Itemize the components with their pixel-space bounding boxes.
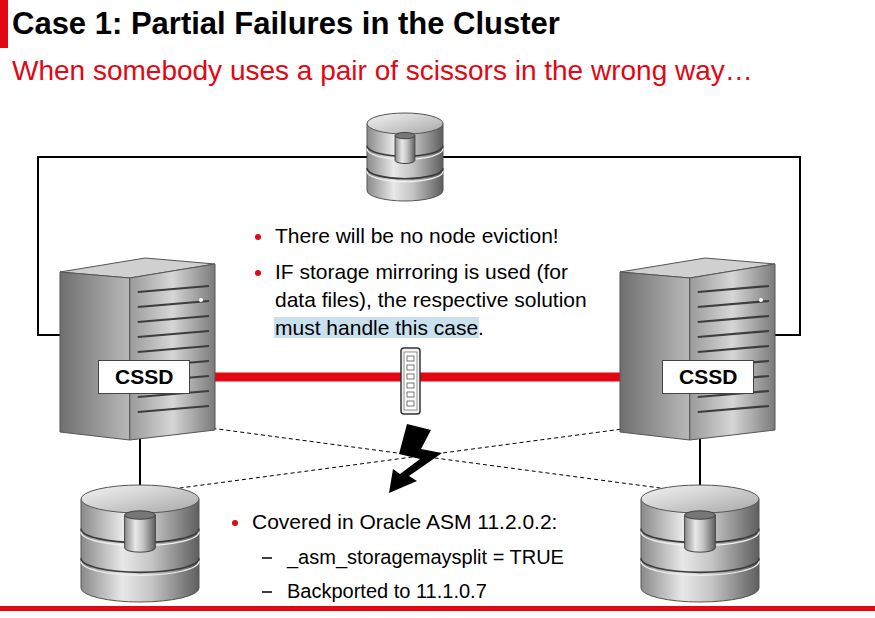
disk-cylinder (367, 113, 443, 201)
disk-cylinder (81, 485, 199, 602)
bullet-text: Covered in Oracle ASM 11.2.0.2: (252, 508, 557, 536)
drive-bay (138, 331, 209, 337)
bullet-dot (255, 270, 261, 276)
bullet-text: There will be no node eviction! (275, 222, 599, 250)
drive-bay (698, 346, 769, 352)
cross-storage-wire (150, 420, 690, 492)
title-accent-bar (0, 0, 8, 48)
bullet-dot (255, 234, 261, 240)
interconnect-link (190, 373, 662, 382)
drive-bay (138, 406, 209, 412)
cross-storage-wire (150, 420, 690, 492)
switch-port (407, 365, 414, 370)
drive-bay (698, 286, 769, 292)
slide-subtitle: When somebody uses a pair of scissors in… (12, 54, 753, 88)
slide-title: Case 1: Partial Failures in the Cluster (12, 5, 560, 43)
servers (60, 258, 775, 440)
storage-wire (699, 438, 701, 492)
cssd-label-box: CSSD (662, 360, 754, 394)
cssd-label-box: CSSD (98, 360, 190, 394)
node-text: CSSD (679, 365, 737, 389)
switch-port (407, 392, 414, 397)
sub-bullet-text: _asm_storagemaysplit = TRUE (287, 543, 564, 571)
drive-bay (138, 316, 209, 322)
drive-bay (698, 316, 769, 322)
switch-port (407, 383, 414, 388)
bullet-text: IF storage mirroring is used (for data f… (275, 258, 599, 342)
drive-bay (138, 301, 209, 307)
server-tower (620, 258, 775, 440)
switch-ports (407, 356, 414, 406)
bullet-dot (232, 520, 238, 526)
server-tower (60, 258, 215, 440)
network-switch (401, 348, 420, 414)
drive-bay (698, 301, 769, 307)
switch-port (407, 356, 414, 361)
sub-bullet-dash (262, 557, 272, 559)
sub-bullet-text: Backported to 11.1.0.7 (287, 577, 487, 605)
sub-bullet-dash (262, 591, 272, 593)
storage-wire (139, 438, 141, 492)
switch-port (407, 374, 414, 379)
drive-bay (138, 286, 209, 292)
disk-cylinder (641, 485, 759, 602)
disks (81, 113, 759, 602)
drive-bay (698, 331, 769, 337)
drive-bay (138, 346, 209, 352)
footer-rule (0, 606, 875, 611)
lightning-bolt (389, 424, 442, 493)
switch-port (407, 401, 414, 406)
drive-bay (698, 406, 769, 412)
node-text: CSSD (115, 365, 173, 389)
bullet-markers (232, 234, 272, 592)
